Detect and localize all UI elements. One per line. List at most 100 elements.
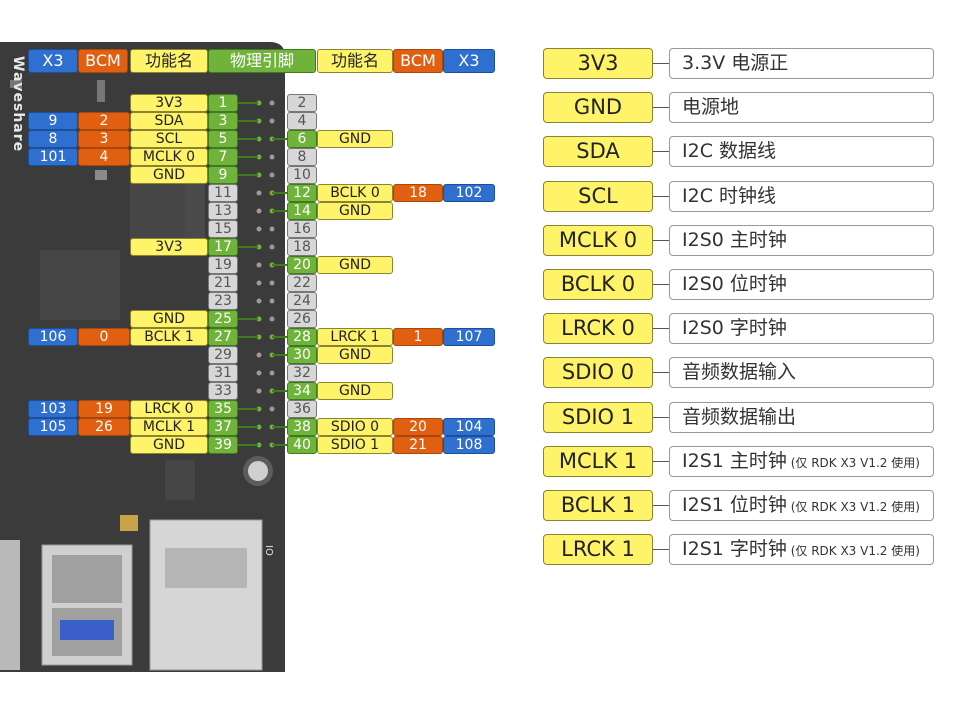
legend-description-text: 电源地 (682, 96, 740, 118)
pin-function-right: GND (317, 256, 393, 274)
legend-note: (仅 RDK X3 V1.2 使用) (786, 544, 920, 558)
pin-number-right: 10 (287, 166, 317, 184)
header-pin-dot (256, 208, 262, 214)
pin-bcm-left: 19 (78, 400, 130, 418)
header-pin-dot (256, 352, 262, 358)
pin-number-left: 23 (208, 292, 238, 310)
board-io-label: IO (263, 545, 274, 556)
pin-number-left: 13 (208, 202, 238, 220)
legend-description-text: I2C 时钟线 (682, 185, 776, 207)
legend-signal-name: SDA (543, 136, 653, 167)
pin-number-right: 20 (287, 256, 317, 274)
pin-function-right: GND (317, 346, 393, 364)
board-chip (165, 460, 195, 500)
header-pin-dot (269, 118, 275, 124)
usb-port-tongue (60, 620, 114, 640)
pin-number-left: 39 (208, 436, 238, 454)
pin-number-left: 7 (208, 148, 238, 166)
legend-connector (653, 240, 669, 241)
pin-number-left: 5 (208, 130, 238, 148)
header-phys: 物理引脚 (208, 49, 316, 73)
pin-number-right: 36 (287, 400, 317, 418)
legend-description-text: I2S0 主时钟 (682, 229, 787, 251)
legend-connector (653, 549, 669, 550)
pin-function-right: SDIO 1 (317, 436, 393, 454)
pin-number-right: 34 (287, 382, 317, 400)
legend-signal-name: MCLK 0 (543, 225, 653, 256)
pin-x3-left: 106 (28, 328, 78, 346)
board-chip (40, 250, 120, 320)
pin-number-left: 11 (208, 184, 238, 202)
header-pin-dot (256, 226, 262, 232)
header-pin-dot (269, 406, 275, 412)
pin-number-left: 19 (208, 256, 238, 274)
pin-function-left: SDA (130, 112, 208, 130)
ethernet-port (149, 519, 263, 671)
pin-number-right: 6 (287, 130, 317, 148)
legend-description: I2S1 主时钟 (仅 RDK X3 V1.2 使用) (669, 446, 934, 477)
legend-signal-name: SDIO 1 (543, 402, 653, 433)
header-pin-dot (256, 316, 262, 322)
pin-function-left: 3V3 (130, 238, 208, 256)
pin-number-left: 35 (208, 400, 238, 418)
header-pin-dot (256, 190, 262, 196)
header-pin-dot (256, 334, 262, 340)
header-pin-dot (256, 406, 262, 412)
board-component (95, 170, 107, 180)
pin-bcm-right: 1 (393, 328, 443, 346)
pin-number-left: 31 (208, 364, 238, 382)
legend-description: I2C 时钟线 (669, 181, 934, 212)
legend-description: I2C 数据线 (669, 136, 934, 167)
legend-description: 音频数据输入 (669, 357, 934, 388)
pin-number-right: 32 (287, 364, 317, 382)
pin-x3-right: 104 (443, 418, 495, 436)
pin-function-left: MCLK 1 (130, 418, 208, 436)
header-pin-dot (256, 424, 262, 430)
header-pin-dot (256, 118, 262, 124)
legend-connector (653, 505, 669, 506)
header-pin-dot (256, 388, 262, 394)
legend-description: 3.3V 电源正 (669, 48, 934, 79)
header-pin-dot (256, 280, 262, 286)
pin-function-left: LRCK 0 (130, 400, 208, 418)
mounting-hole (248, 461, 268, 481)
pin-number-left: 21 (208, 274, 238, 292)
legend-connector (653, 417, 669, 418)
pin-bcm-left: 0 (78, 328, 130, 346)
header-pin-dot (269, 172, 275, 178)
header-pin-dot (269, 100, 275, 106)
header-pin-dot (256, 172, 262, 178)
pin-number-right: 16 (287, 220, 317, 238)
header-pin-dot (256, 370, 262, 376)
legend-connector (653, 372, 669, 373)
legend-description-text: 3.3V 电源正 (682, 52, 789, 74)
legend-description-text: I2S0 位时钟 (682, 273, 787, 295)
pin-x3-right: 108 (443, 436, 495, 454)
legend-description-text: I2S1 主时钟 (682, 450, 787, 472)
pin-number-left: 29 (208, 346, 238, 364)
pin-number-right: 22 (287, 274, 317, 292)
pin-number-left: 33 (208, 382, 238, 400)
legend-description-text: I2S1 字时钟 (682, 538, 787, 560)
header-x3-left: X3 (28, 49, 78, 73)
legend-description-text: I2C 数据线 (682, 140, 776, 162)
legend-signal-name: LRCK 1 (543, 534, 653, 565)
pin-bcm-left: 4 (78, 148, 130, 166)
header-pin-dot (269, 298, 275, 304)
pin-function-right: SDIO 0 (317, 418, 393, 436)
pin-number-right: 26 (287, 310, 317, 328)
header-func-left: 功能名 (130, 49, 208, 73)
header-pin-dot (256, 298, 262, 304)
pin-number-left: 17 (208, 238, 238, 256)
pin-bcm-left: 3 (78, 130, 130, 148)
pin-bcm-right: 21 (393, 436, 443, 454)
pin-function-left: 3V3 (130, 94, 208, 112)
legend-description: I2S0 字时钟 (669, 313, 934, 344)
pin-bcm-right: 18 (393, 184, 443, 202)
usb-port (0, 540, 20, 670)
pin-header (256, 100, 275, 448)
header-func-right: 功能名 (317, 49, 393, 73)
pin-number-left: 25 (208, 310, 238, 328)
pin-connectors (238, 102, 287, 446)
pin-bcm-left: 2 (78, 112, 130, 130)
